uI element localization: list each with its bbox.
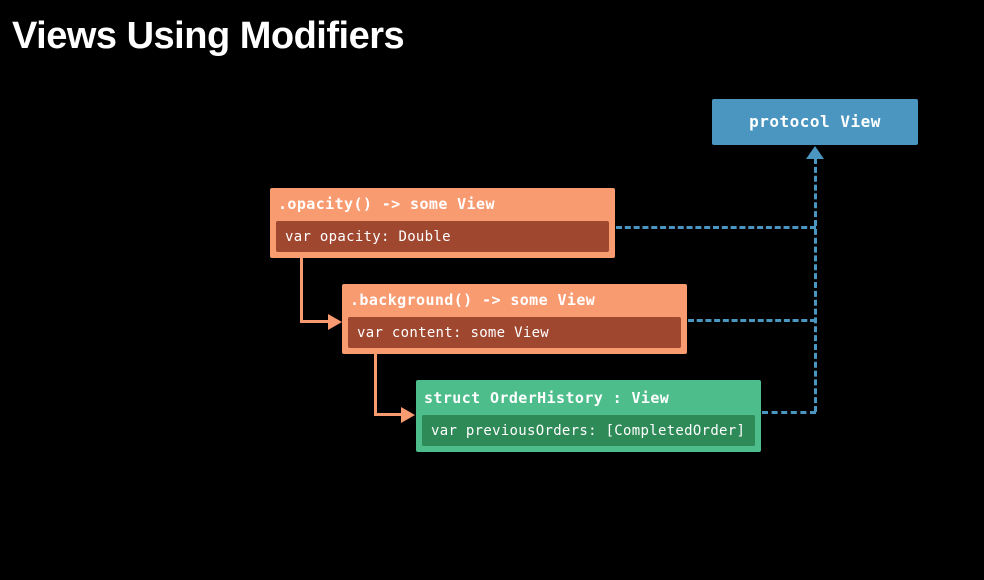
node-order-history-struct-body: var previousOrders: [CompletedOrder]: [422, 415, 755, 446]
node-order-history-struct-header: struct OrderHistory : View: [424, 389, 670, 407]
node-background-modifier-header: .background() -> some View: [350, 291, 596, 309]
node-opacity-modifier-body: var opacity: Double: [276, 221, 609, 252]
conformance-edge-order-history: [762, 411, 816, 414]
page-title: Views Using Modifiers: [12, 15, 405, 57]
node-order-history-struct-property: var previousOrders: [CompletedOrder]: [431, 422, 746, 439]
node-opacity-modifier-header: .opacity() -> some View: [278, 195, 495, 213]
node-background-modifier-body: var content: some View: [348, 317, 681, 348]
composition-edge-opacity-horizontal: [300, 320, 330, 323]
node-protocol-view[interactable]: protocol View: [712, 99, 918, 145]
composition-edge-opacity-vertical: [300, 257, 303, 323]
node-protocol-view-header: protocol View: [749, 112, 881, 131]
conformance-edge-spine: [814, 158, 817, 412]
composition-arrowhead-background-icon: [401, 407, 415, 423]
composition-edge-background-horizontal: [374, 413, 403, 416]
node-opacity-modifier-property: var opacity: Double: [285, 228, 451, 245]
node-order-history-struct[interactable]: struct OrderHistory : View var previousO…: [416, 380, 761, 452]
node-background-modifier-property: var content: some View: [357, 324, 550, 341]
node-background-modifier[interactable]: .background() -> some View var content: …: [342, 284, 687, 354]
conformance-edge-background: [688, 319, 816, 322]
composition-arrowhead-opacity-icon: [328, 314, 342, 330]
conformance-edge-opacity: [616, 226, 816, 229]
node-opacity-modifier[interactable]: .opacity() -> some View var opacity: Dou…: [270, 188, 615, 258]
conformance-arrowhead-icon: [806, 146, 824, 159]
composition-edge-background-vertical: [374, 353, 377, 416]
